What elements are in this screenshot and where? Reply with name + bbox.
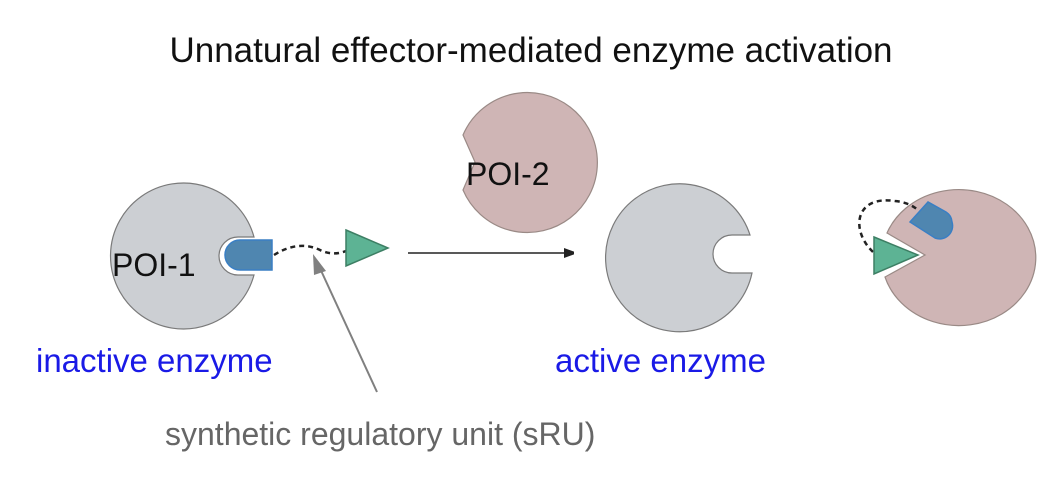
complex-effector-triangle [873,235,920,276]
active-enzyme-shape [605,183,753,333]
sru-linker [273,244,349,257]
active-enzyme-label: active enzyme [555,342,766,379]
poi1-label: POI-1 [112,247,196,283]
sru-label: synthetic regulatory unit (sRU) [165,416,595,452]
inactive-enzyme-label: inactive enzyme [36,342,273,379]
sru-pointer-arrowhead [313,254,326,275]
poi2-protein: POI-2 [462,91,598,234]
effector-triangle [345,228,390,268]
poi2-shape [462,91,598,234]
poi1-enzyme-shape [109,182,255,330]
inactive-enzyme-poi1: POI-1 [109,182,273,330]
sru-pointer-line [317,263,378,393]
poi2-label: POI-2 [466,156,550,192]
poi2-effector-complex [858,188,1037,327]
complex-linker [858,199,919,253]
complex-blocker-shape [908,201,954,240]
sru-blocker-shape [224,239,273,271]
diagram-title: Unnatural effector-mediated enzyme activ… [169,31,892,70]
